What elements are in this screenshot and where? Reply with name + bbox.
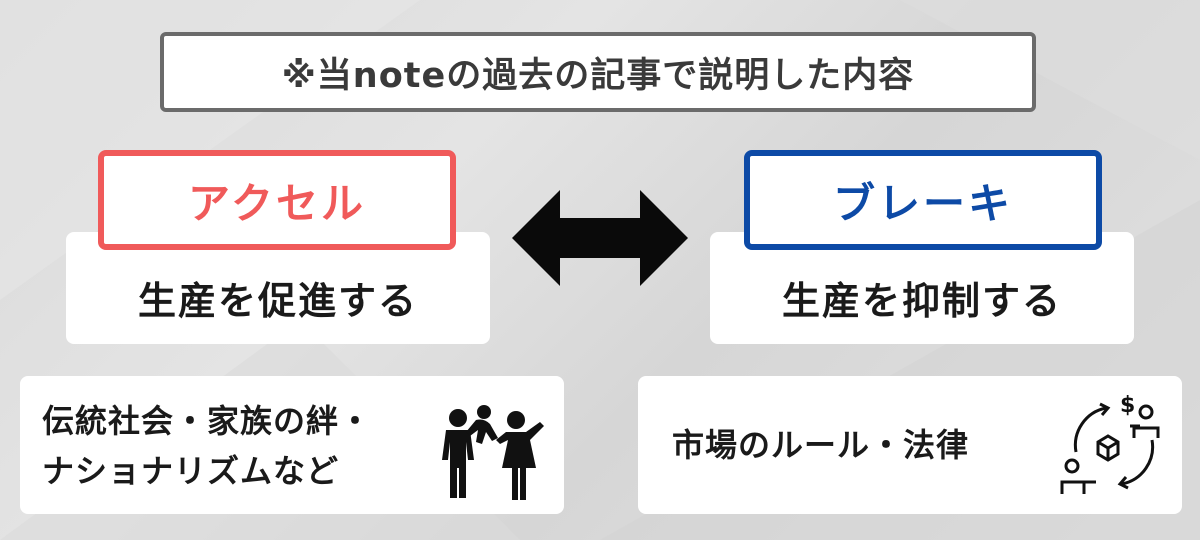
brake-description-panel: 生産を抑制する xyxy=(710,232,1134,344)
accelerator-detail-panel: 伝統社会・家族の絆・ ナショナリズムなど xyxy=(20,376,564,514)
accelerator-description: 生産を促進する xyxy=(137,278,418,323)
accelerator-label-box: アクセル xyxy=(98,150,456,250)
svg-text:$: $ xyxy=(1120,393,1135,418)
accelerator-detail-line2: ナショナリズムなど xyxy=(42,452,340,490)
accelerator-description-panel: 生産を促進する xyxy=(66,232,490,344)
brake-description: 生産を抑制する xyxy=(781,278,1062,323)
accelerator-detail-text: 伝統社会・家族の絆・ ナショナリズムなど xyxy=(42,396,372,496)
source-note-text: ※当noteの過去の記事で説明した内容 xyxy=(281,55,915,96)
source-note: ※当noteの過去の記事で説明した内容 xyxy=(160,32,1036,112)
accelerator-label: アクセル xyxy=(188,178,366,228)
market-exchange-icon: $ xyxy=(1060,393,1160,494)
brake-detail-text: 市場のルール・法律 xyxy=(672,426,970,464)
accelerator-detail-line1: 伝統社会・家族の絆・ xyxy=(42,402,373,440)
double-arrow-icon xyxy=(512,190,688,286)
brake-detail-panel: 市場のルール・法律 $ xyxy=(638,376,1182,514)
brake-label: ブレーキ xyxy=(832,178,1013,228)
brake-label-box: ブレーキ xyxy=(744,150,1102,250)
family-icon xyxy=(442,405,544,500)
